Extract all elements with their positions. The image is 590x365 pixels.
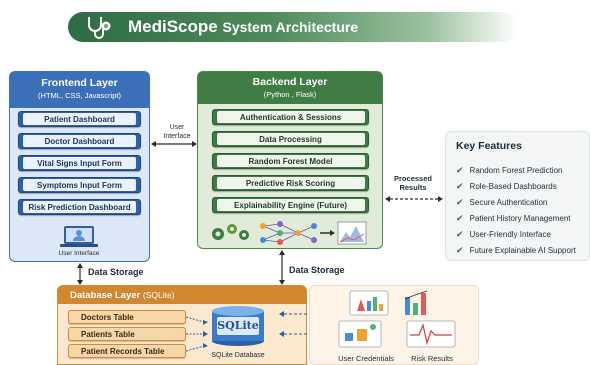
- risk-results-icon: [406, 320, 456, 348]
- check-icon: ✔: [456, 164, 464, 175]
- frontend-backend-arrow: [151, 141, 197, 147]
- backend-layer-title: Backend Layer: [252, 76, 328, 88]
- key-features-list: ✔Random Forest Prediction ✔Role-Based Da…: [456, 162, 576, 258]
- backend-item-authentication: Authentication & Sessions: [212, 109, 369, 125]
- data-storage-label-left: Data Storage: [88, 267, 144, 277]
- user-credentials-icon: [338, 320, 382, 348]
- neural-network-icon: [260, 221, 317, 245]
- frontend-layer-panel: Frontend Layer (HTML, CSS, Javascript) P…: [9, 71, 150, 262]
- title-banner: MediScope System Architecture: [68, 12, 518, 42]
- backend-item-data-processing: Data Processing: [212, 131, 369, 147]
- frontend-caption: User Interface: [58, 250, 100, 257]
- data-storage-label-right: Data Storage: [289, 265, 345, 275]
- key-features-title: Key Features: [456, 140, 522, 152]
- bar-chart-icon: [404, 290, 428, 315]
- key-features-panel: Key Features ✔Random Forest Prediction ✔…: [445, 131, 590, 261]
- feature-item: ✔Secure Authentication: [456, 196, 548, 207]
- check-icon: ✔: [456, 196, 464, 207]
- page-title: MediScope System Architecture: [128, 17, 359, 36]
- patient-records-table: Patient Records Table: [68, 344, 186, 358]
- risk-results-label: Risk Results: [411, 354, 453, 363]
- frontend-layer-header: Frontend Layer (HTML, CSS, Javascript): [10, 72, 149, 108]
- results-illustration: [338, 290, 456, 348]
- backend-layer-header: Backend Layer (Python , Flask): [198, 72, 382, 104]
- backend-database-arrow: [279, 250, 285, 285]
- frontend-layer-title: Frontend Layer: [41, 77, 118, 89]
- outputs-panel: User Credentials Risk Results: [309, 285, 479, 365]
- frontend-database-arrow: [77, 263, 83, 285]
- backend-item-explainability: Explainability Engine (Future): [212, 197, 369, 213]
- frontend-item-risk-dashboard: Risk Prediction Dashboard: [18, 199, 141, 215]
- frontend-item-doctor-dashboard: Doctor Dashboard: [18, 133, 141, 149]
- check-icon: ✔: [456, 228, 464, 239]
- tables-to-db-arrows: [186, 316, 208, 352]
- feature-item: ✔Patient History Management: [456, 212, 571, 223]
- chart-icon: [337, 221, 367, 245]
- backend-layer-subtitle: (Python , Flask): [263, 90, 317, 99]
- gears-icon: [212, 224, 249, 240]
- backend-item-random-forest: Random Forest Model: [212, 153, 369, 169]
- backend-layer-panel: Backend Layer (Python , Flask) Authentic…: [197, 71, 383, 249]
- frontend-layer-subtitle: (HTML, CSS, Javascript): [38, 91, 121, 100]
- feature-item: ✔Random Forest Prediction: [456, 164, 563, 175]
- frontend-item-patient-dashboard: Patient Dashboard: [18, 111, 141, 127]
- ml-pipeline-illustration: [212, 221, 367, 245]
- check-icon: ✔: [456, 212, 464, 223]
- feature-item: ✔User-Friendly Interface: [456, 228, 551, 239]
- frontend-item-symptoms-form: Symptoms Input Form: [18, 177, 141, 193]
- frontend-item-vital-signs-form: Vital Signs Input Form: [18, 155, 141, 171]
- check-icon: ✔: [456, 244, 464, 255]
- backend-features-arrow: [385, 196, 443, 202]
- check-icon: ✔: [456, 180, 464, 191]
- sqlite-logo-text: SQLite: [217, 319, 259, 332]
- database-layer-panel: Database Layer (SQLite) Doctors Table Pa…: [57, 285, 307, 365]
- backend-item-risk-scoring: Predictive Risk Scoring: [212, 175, 369, 191]
- patients-table: Patients Table: [68, 327, 186, 341]
- stethoscope-icon: [88, 17, 111, 39]
- doctors-table: Doctors Table: [68, 310, 186, 324]
- analytics-dashboard-icon: [349, 290, 389, 316]
- user-interface-connector-label: User Interface: [163, 124, 191, 140]
- database-layer-header: Database Layer (SQLite): [58, 286, 306, 304]
- sqlite-database-icon: [212, 306, 264, 346]
- user-laptop-icon: [60, 226, 98, 247]
- user-credentials-label: User Credentials: [338, 354, 394, 363]
- sqlite-database-caption: SQLite Database: [211, 352, 265, 359]
- feature-item: ✔Future Explainable AI Support: [456, 244, 576, 255]
- processed-results-label: Processed Results: [394, 174, 432, 192]
- feature-item: ✔Role-Based Dashboards: [456, 180, 557, 191]
